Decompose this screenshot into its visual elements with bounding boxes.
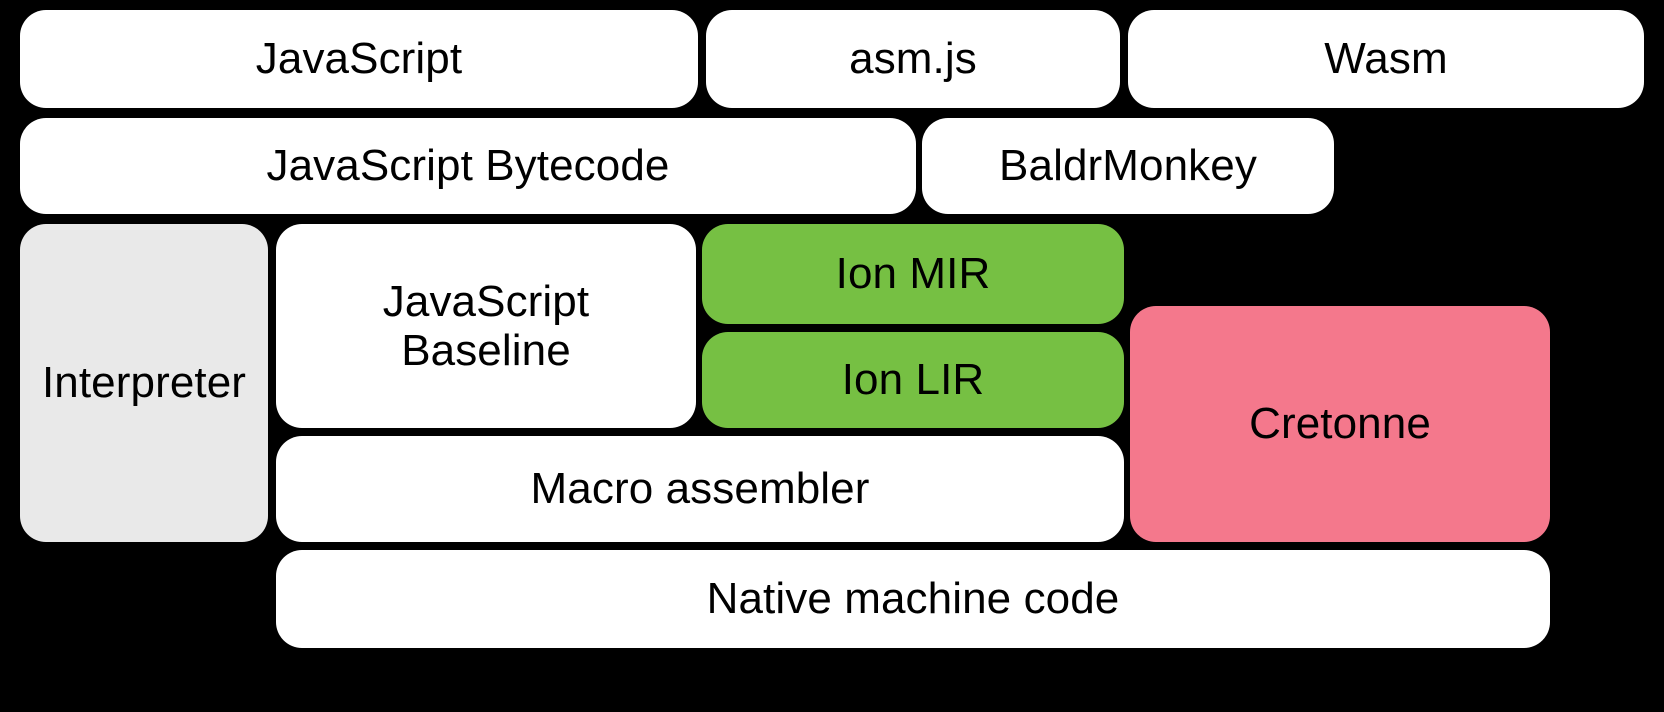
node-cretonne: Cretonne: [1130, 306, 1550, 542]
node-interpreter: Interpreter: [20, 224, 268, 542]
node-macro-assembler: Macro assembler: [276, 436, 1124, 542]
node-wasm: Wasm: [1128, 10, 1644, 108]
node-asm-js: asm.js: [706, 10, 1120, 108]
node-native-machine-code: Native machine code: [276, 550, 1550, 648]
node-baldrmonkey: BaldrMonkey: [922, 118, 1334, 214]
node-javascript-baseline: JavaScript Baseline: [276, 224, 696, 428]
node-ion-mir: Ion MIR: [702, 224, 1124, 324]
node-javascript: JavaScript: [20, 10, 698, 108]
node-javascript-bytecode: JavaScript Bytecode: [20, 118, 916, 214]
node-ion-lir: Ion LIR: [702, 332, 1124, 428]
